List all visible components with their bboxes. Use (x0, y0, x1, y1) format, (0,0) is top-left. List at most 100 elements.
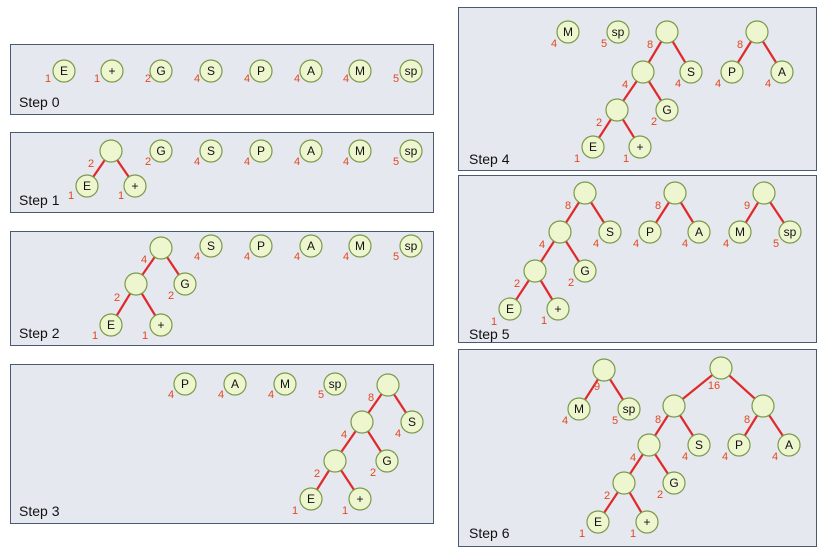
svg-text:E: E (107, 318, 115, 332)
tree-node: 4 (539, 220, 572, 251)
svg-text:A: A (307, 64, 315, 78)
svg-text:8: 8 (744, 414, 750, 426)
svg-text:5: 5 (612, 415, 618, 427)
svg-text:A: A (785, 438, 793, 452)
tree-node: 4 (630, 433, 661, 464)
svg-text:G: G (382, 454, 391, 468)
svg-text:4: 4 (765, 78, 771, 90)
tree-node: 2 (314, 449, 347, 480)
tree-node: 2 (604, 471, 636, 502)
tree-node: 4 (622, 60, 655, 91)
tree-node: M4 (343, 59, 372, 85)
tree-node: 8 (368, 373, 400, 404)
tree-node: +1 (342, 487, 372, 517)
svg-text:4: 4 (341, 429, 347, 441)
svg-text:P: P (257, 144, 265, 158)
svg-text:2: 2 (145, 156, 151, 168)
svg-text:A: A (231, 377, 239, 391)
svg-text:4: 4 (682, 451, 688, 463)
tree-node: sp5 (393, 59, 423, 85)
svg-text:4: 4 (395, 428, 401, 440)
svg-text:A: A (778, 65, 786, 79)
svg-text:4: 4 (715, 78, 721, 90)
svg-text:4: 4 (630, 452, 636, 464)
tree-node: E1 (92, 313, 123, 342)
tree-node: E1 (491, 297, 522, 328)
tree-node: G2 (145, 59, 173, 85)
tree-node: M4 (343, 139, 372, 168)
tree-node: +1 (94, 59, 124, 85)
tree-node: M4 (268, 372, 297, 401)
svg-text:4: 4 (294, 251, 300, 263)
svg-text:sp: sp (329, 377, 342, 391)
svg-text:sp: sp (784, 225, 797, 239)
tree-node: G2 (568, 259, 597, 289)
svg-text:4: 4 (722, 451, 728, 463)
svg-text:M: M (563, 25, 573, 39)
tree-node: E1 (574, 135, 605, 165)
svg-text:E: E (307, 492, 315, 506)
tree-node: 2 (596, 98, 629, 129)
tree-node: sp5 (612, 397, 641, 427)
svg-text:4: 4 (682, 238, 688, 250)
tree-node: E1 (579, 510, 610, 540)
tree-node: A4 (294, 234, 323, 263)
svg-text:+: + (554, 302, 561, 316)
svg-text:4: 4 (622, 79, 628, 91)
svg-text:2: 2 (651, 116, 657, 128)
svg-text:sp: sp (405, 64, 418, 78)
svg-text:4: 4 (551, 38, 557, 50)
svg-text:4: 4 (194, 73, 200, 85)
svg-text:5: 5 (601, 38, 607, 50)
tree-node: A4 (294, 59, 323, 85)
svg-text:1: 1 (142, 330, 148, 342)
svg-text:4: 4 (539, 239, 545, 251)
tree-node: M4 (343, 234, 372, 263)
svg-text:2: 2 (114, 292, 120, 304)
svg-text:P: P (646, 225, 654, 239)
svg-text:16: 16 (708, 380, 720, 392)
step-label: Step 6 (469, 525, 510, 541)
svg-text:1: 1 (94, 73, 100, 85)
tree-node: A4 (772, 433, 801, 463)
svg-text:+: + (356, 492, 363, 506)
svg-text:4: 4 (168, 389, 174, 401)
svg-text:2: 2 (370, 467, 376, 479)
svg-text:1: 1 (623, 153, 629, 165)
svg-text:A: A (307, 144, 315, 158)
svg-text:4: 4 (562, 415, 568, 427)
tree-node: M4 (723, 220, 752, 250)
svg-text:S: S (606, 225, 614, 239)
svg-text:1: 1 (579, 528, 585, 540)
tree-node: P4 (244, 234, 273, 263)
svg-text:2: 2 (657, 489, 663, 501)
svg-text:M: M (355, 239, 365, 253)
tree-node: 8 (737, 20, 769, 51)
svg-text:4: 4 (343, 251, 349, 263)
tree-node: sp5 (601, 20, 630, 50)
step-label: Step 0 (19, 94, 60, 110)
tree-node: S4 (194, 139, 223, 168)
tree-node: +1 (541, 297, 570, 327)
tree-node: 8 (655, 394, 686, 426)
tree-node: sp5 (318, 372, 347, 401)
tree-node: +1 (623, 135, 652, 165)
tree-node: E1 (45, 59, 76, 85)
tree-node: P4 (244, 139, 273, 168)
svg-text:4: 4 (593, 238, 599, 250)
svg-text:G: G (180, 277, 189, 291)
svg-text:4: 4 (294, 73, 300, 85)
tree-node: E1 (68, 174, 99, 202)
svg-text:S: S (687, 65, 695, 79)
svg-text:+: + (157, 318, 164, 332)
tree-node: A4 (294, 139, 323, 168)
svg-text:+: + (643, 515, 650, 529)
svg-text:2: 2 (145, 73, 151, 85)
svg-text:G: G (669, 476, 678, 490)
svg-text:M: M (735, 225, 745, 239)
